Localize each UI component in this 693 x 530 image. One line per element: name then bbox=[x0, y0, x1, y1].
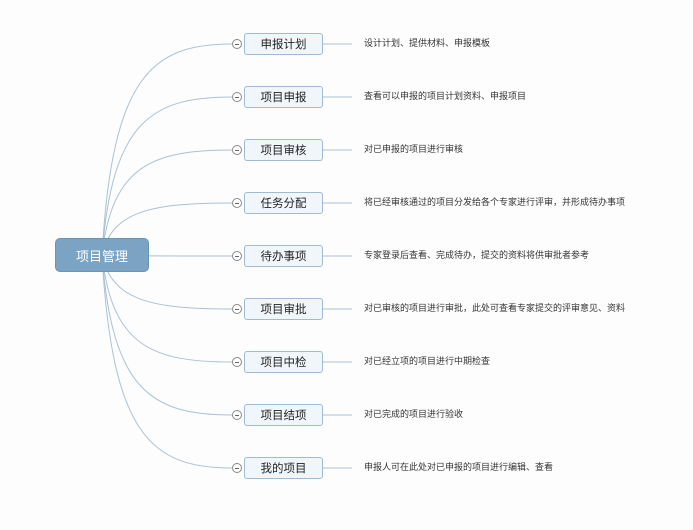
branch-topic[interactable]: 项目审批 bbox=[244, 298, 323, 320]
branch-topic-label: 申报计划 bbox=[260, 37, 307, 51]
branch-connector bbox=[101, 254, 233, 416]
branch-description[interactable]: 对已完成的项目进行验收 bbox=[364, 410, 464, 420]
collapse-toggle-icon[interactable] bbox=[232, 304, 242, 314]
branch-topic[interactable]: 待办事项 bbox=[244, 245, 323, 267]
branch-description[interactable]: 专家登录后查看、完成待办，提交的资料将供审批者参考 bbox=[364, 251, 590, 261]
branch-connector bbox=[101, 43, 233, 256]
branch-topic[interactable]: 项目结项 bbox=[244, 404, 323, 426]
branch-topic-label: 项目审批 bbox=[260, 302, 307, 316]
branch-topic-label: 项目结项 bbox=[260, 408, 307, 422]
root-topic-label: 项目管理 bbox=[75, 249, 128, 265]
collapse-toggle-icon[interactable] bbox=[232, 92, 242, 102]
branch-topic[interactable]: 项目审核 bbox=[244, 139, 323, 161]
branch-description[interactable]: 对已审核的项目进行审批，此处可查看专家提交的评审意见、资料 bbox=[364, 304, 626, 314]
branch-topic[interactable]: 申报计划 bbox=[244, 33, 323, 55]
branch-description[interactable]: 对已申报的项目进行审核 bbox=[364, 145, 464, 155]
branch-description[interactable]: 申报人可在此处对已申报的项目进行编辑、查看 bbox=[364, 463, 554, 473]
branch-topic[interactable]: 项目申报 bbox=[244, 86, 323, 108]
collapse-toggle-icon[interactable] bbox=[232, 410, 242, 420]
branch-topic[interactable]: 任务分配 bbox=[244, 192, 323, 214]
branch-description[interactable]: 查看可以申报的项目计划资料、申报项目 bbox=[364, 92, 527, 102]
collapse-toggle-icon[interactable] bbox=[232, 198, 242, 208]
branch-connector bbox=[101, 96, 233, 256]
branch-description[interactable]: 设计计划、提供材料、申报模板 bbox=[364, 39, 491, 49]
branch-topic-label: 任务分配 bbox=[260, 196, 307, 210]
root-topic-project-management[interactable]: 项目管理 bbox=[55, 238, 149, 272]
branch-description[interactable]: 对已经立项的项目进行中期检查 bbox=[364, 357, 491, 367]
branch-topic[interactable]: 我的项目 bbox=[244, 457, 323, 479]
branch-topic-label: 待办事项 bbox=[260, 249, 307, 263]
branch-topic[interactable]: 项目中检 bbox=[244, 351, 323, 373]
collapse-toggle-icon[interactable] bbox=[232, 39, 242, 49]
collapse-toggle-icon[interactable] bbox=[232, 251, 242, 261]
collapse-toggle-icon[interactable] bbox=[232, 463, 242, 473]
collapse-toggle-icon[interactable] bbox=[232, 145, 242, 155]
branch-connector bbox=[101, 254, 233, 469]
branch-connector bbox=[101, 149, 233, 256]
branch-connector bbox=[101, 254, 233, 363]
branch-description[interactable]: 将已经审核通过的项目分发给各个专家进行评审，并形成待办事项 bbox=[364, 198, 626, 208]
branch-topic-label: 项目中检 bbox=[260, 355, 307, 369]
branch-topic-label: 我的项目 bbox=[260, 461, 307, 475]
branch-topic-label: 项目申报 bbox=[260, 90, 307, 104]
branch-topic-label: 项目审核 bbox=[260, 143, 307, 157]
collapse-toggle-icon[interactable] bbox=[232, 357, 242, 367]
